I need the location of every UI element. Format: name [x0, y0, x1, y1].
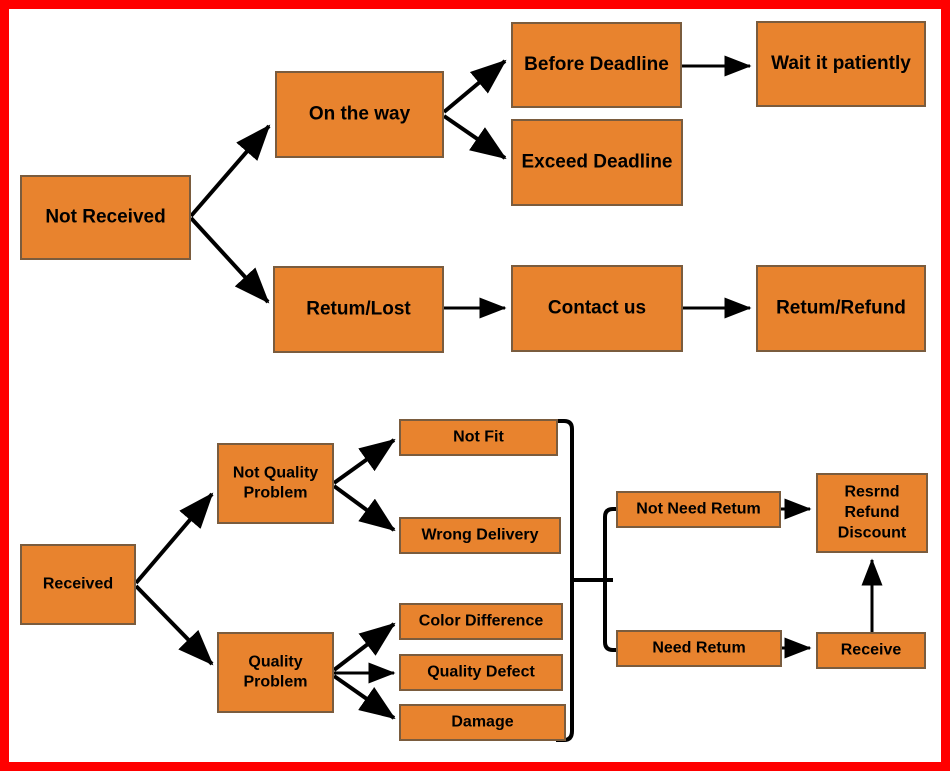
return-decision-bracket [603, 507, 621, 652]
node-box [399, 603, 563, 640]
node-box [756, 21, 926, 107]
edge-not-received-to-on-the-way [189, 124, 271, 218]
node-box [616, 630, 782, 667]
node-box [217, 443, 334, 524]
node-box [217, 632, 334, 713]
flowchart-node-quality-defect[interactable]: Quality Defect [399, 654, 563, 691]
node-label: Retum/Refund [776, 298, 906, 319]
flowchart-node-color-difference[interactable]: Color Difference [399, 603, 563, 640]
node-label: Retum/Lost [306, 299, 411, 320]
edges-not-received-flow [189, 55, 752, 319]
node-box [399, 654, 563, 691]
node-box [511, 119, 683, 206]
flowchart-node-on-the-way[interactable]: On the way [275, 71, 444, 158]
edge-quality-problem-to-damage [332, 674, 396, 720]
node-label: Exceed Deadline [521, 152, 672, 173]
node-box [273, 266, 444, 353]
edge-on-the-way-to-exceed-deadline [442, 114, 507, 160]
edge-not-quality-problem-to-wrong-delivery [332, 484, 396, 532]
node-label: Not Need Retum [636, 501, 760, 518]
node-box [616, 491, 781, 528]
node-label: Not Received [45, 207, 165, 228]
node-label: Quality Defect [427, 664, 535, 681]
node-label: On the way [309, 104, 411, 125]
node-label: Not Fit [453, 429, 504, 446]
edge-not-received-to-return-lost [189, 216, 270, 304]
node-box [511, 22, 682, 108]
edge-on-the-way-to-before-deadline [442, 59, 507, 114]
flowchart-nodes: Not Received On the way Before DeadlineExc… [20, 21, 928, 741]
edge-quality-problem-to-color-difference [332, 622, 396, 672]
node-label: Need Retum [652, 640, 745, 657]
node-label: Contact us [548, 298, 646, 319]
node-label: Received [43, 576, 113, 593]
edges-received-flow [134, 419, 883, 742]
edge-received-to-not-quality-problem [134, 492, 214, 585]
flowchart-node-exceed-deadline[interactable]: Exceed Deadline [511, 119, 683, 206]
node-label: Before Deadline [524, 54, 669, 75]
edge-received-to-quality-problem [134, 584, 214, 666]
flowchart-node-need-return[interactable]: Need Retum [616, 630, 782, 667]
flowchart-node-not-fit[interactable]: Not Fit [399, 419, 558, 456]
node-label: Wrong Delivery [421, 527, 538, 544]
flowchart-node-receive[interactable]: Receive [816, 632, 926, 669]
flowchart-node-contact-us[interactable]: Contact us [511, 265, 683, 352]
flowchart-node-return-lost[interactable]: Retum/Lost [273, 266, 444, 353]
node-label: Wait it patiently [771, 53, 911, 74]
flowchart-node-before-deadline[interactable]: Before Deadline [511, 22, 682, 108]
flowchart-node-received[interactable]: Received [20, 544, 136, 625]
issues-collector-bracket [556, 419, 574, 742]
node-box [399, 704, 566, 741]
node-box [399, 517, 561, 554]
node-box [399, 419, 558, 456]
node-label: Receive [841, 642, 902, 659]
node-label: Color Difference [419, 613, 544, 630]
node-box [275, 71, 444, 158]
flowchart-node-not-need-return[interactable]: Not Need Retum [616, 491, 781, 528]
node-box [20, 175, 191, 260]
flowchart-node-damage[interactable]: Damage [399, 704, 566, 741]
node-box [20, 544, 136, 625]
node-label: Damage [451, 714, 513, 731]
edge-not-quality-problem-to-not-fit [332, 438, 396, 485]
node-box [511, 265, 683, 352]
flowchart-node-wait-patiently[interactable]: Wait it patiently [756, 21, 926, 107]
node-box [816, 632, 926, 669]
flowchart-node-wrong-delivery[interactable]: Wrong Delivery [399, 517, 561, 554]
flowchart-node-not-received[interactable]: Not Received [20, 175, 191, 260]
flowchart-node-return-refund[interactable]: Retum/Refund [756, 265, 926, 352]
node-box [816, 473, 928, 553]
node-box [756, 265, 926, 352]
